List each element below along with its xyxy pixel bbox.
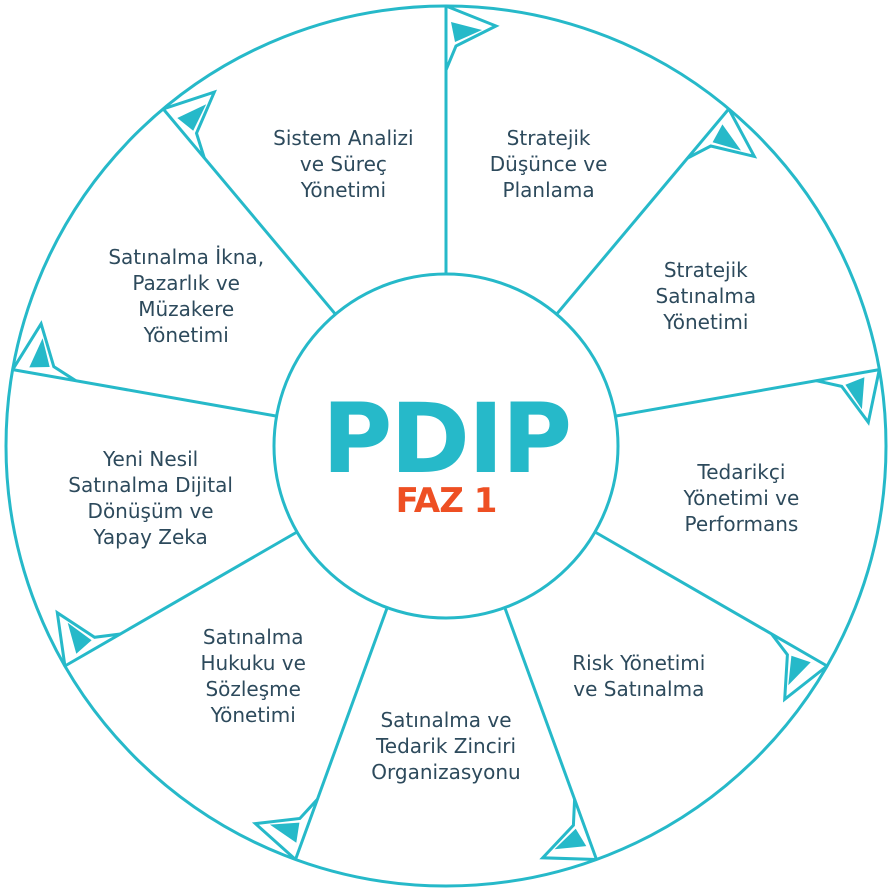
segment-label-line: Stratejik (507, 126, 591, 150)
segment-divider (12, 368, 277, 418)
segment-label-line: Müzakere (138, 297, 234, 321)
segment-label-line: Tedarikçi (696, 460, 785, 484)
arrow-marker-icon (177, 104, 207, 131)
arrow-marker-icon (451, 22, 482, 42)
notch-outline (55, 609, 121, 667)
segment-divider (555, 107, 730, 316)
notch-outline (815, 369, 881, 426)
segment-label-line: Dönüşüm ve (88, 499, 214, 523)
segment-label-line: Yeni Nesil (102, 447, 198, 471)
segment-divider (615, 368, 880, 418)
segment-dividers (12, 6, 880, 861)
segment-label-line: Yönetimi (210, 703, 296, 727)
segment-label-line: Düşünce ve (490, 152, 608, 176)
notch-outline (687, 108, 758, 160)
arrow-marker-icon (67, 622, 92, 654)
segment-label-line: Yönetimi (300, 178, 386, 202)
segment-label-line: Stratejik (664, 258, 748, 282)
segment-label-line: Organizasyonu (371, 760, 520, 784)
arrow-marker-icon (845, 377, 865, 410)
arrow-marker-icon (554, 828, 587, 850)
segment-label-line: Performans (684, 512, 798, 536)
segment-label-line: Sistem Analizi (273, 126, 413, 150)
center-title: PDIP (322, 383, 570, 495)
segment-label-line: Satınalma İkna, (108, 245, 264, 269)
arrow-marker-icon (712, 124, 741, 151)
segment-label-line: Risk Yönetimi (572, 651, 705, 675)
notch-outline (770, 633, 829, 703)
notch-outline (444, 4, 500, 71)
segment-label-line: Pazarlık ve (132, 271, 240, 295)
segment-label-line: Yönetimi (143, 323, 229, 347)
segment-label-line: Yönetimi (662, 310, 748, 334)
segment-label-line: Yapay Zeka (92, 525, 207, 549)
segment-divider (162, 107, 337, 316)
arrow-marker-icon (269, 822, 300, 843)
arrow-notches (11, 4, 881, 861)
notch-outline (251, 798, 319, 861)
center-hub (272, 272, 620, 620)
segment-label-line: Satınalma ve (380, 708, 511, 732)
segment-label-line: ve Süreç (300, 152, 387, 176)
segment-divider (594, 530, 828, 668)
segment-label-line: Planlama (503, 178, 595, 202)
segment-divider (294, 607, 389, 861)
segment-divider (64, 530, 298, 668)
center-subtitle: FAZ 1 (396, 481, 497, 521)
segment-label-line: Satınalma (203, 625, 304, 649)
segment-label-line: Tedarik Zinciri (375, 734, 516, 758)
notch-outline (162, 89, 218, 159)
segment-label-line: Satınalma (656, 284, 757, 308)
notch-outline (11, 320, 77, 382)
arrow-marker-icon (788, 655, 811, 686)
segment-label-line: Hukuku ve (200, 651, 306, 675)
arrow-marker-icon (29, 338, 50, 368)
segment-label-line: ve Satınalma (573, 677, 704, 701)
segment-label-line: Yönetimi ve (683, 486, 800, 510)
notch-outline (539, 799, 597, 861)
segment-divider (503, 607, 598, 861)
segment-label-line: Satınalma Dijital (68, 473, 233, 497)
segment-label-line: Sözleşme (205, 677, 301, 701)
